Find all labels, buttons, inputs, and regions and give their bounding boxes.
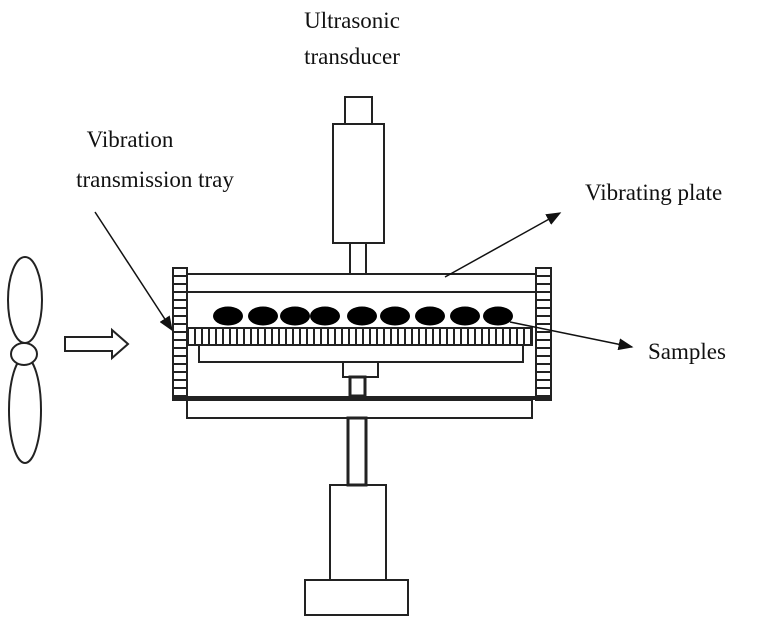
lower-tray: [198, 344, 524, 363]
transducer-cap: [344, 96, 373, 125]
sample: [213, 306, 243, 326]
label-transducer-1: Ultrasonic: [304, 8, 400, 33]
sample: [415, 306, 445, 326]
support-block: [342, 361, 379, 378]
sample: [380, 306, 410, 326]
fan-icon: [7, 256, 43, 464]
lower-shaft: [346, 416, 368, 487]
samples-leader-arrow: [509, 321, 634, 351]
vibrating-plate: [186, 273, 537, 293]
tray-leader-arrow: [94, 211, 173, 332]
sample: [450, 306, 480, 326]
label-tray-2: transmission tray: [76, 167, 234, 192]
airflow-arrow-icon: [64, 327, 130, 361]
sample: [248, 306, 278, 326]
plate-leader-arrow: [444, 212, 562, 278]
sample: [310, 306, 340, 326]
sample: [280, 306, 310, 326]
lower-body: [329, 484, 387, 581]
transducer-body: [332, 123, 385, 244]
right-side-grill: [535, 267, 552, 401]
label-samples: Samples: [648, 339, 726, 364]
stand-foot: [304, 579, 409, 616]
label-tray-1: Vibration: [87, 127, 174, 152]
left-side-grill: [172, 267, 188, 401]
vibration-transmission-tray: [187, 327, 533, 346]
transducer-shaft: [349, 242, 367, 275]
sample: [483, 306, 513, 326]
support-shaft: [348, 375, 367, 398]
sample: [347, 306, 377, 326]
label-vibrating-plate: Vibrating plate: [585, 180, 722, 205]
base-plate: [186, 399, 533, 419]
samples-group: [213, 306, 513, 326]
label-transducer-2: transducer: [304, 44, 400, 69]
